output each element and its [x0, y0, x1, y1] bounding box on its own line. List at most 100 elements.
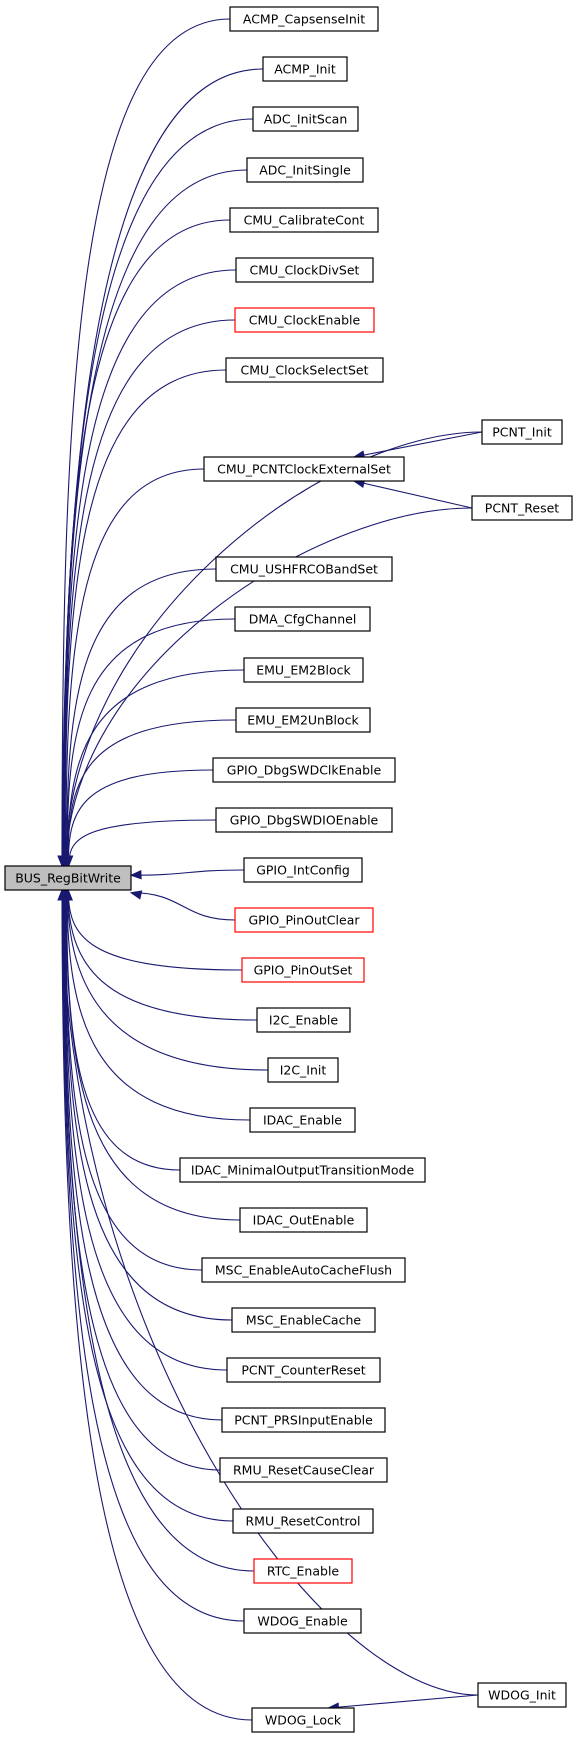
- edge-gpio-dbgswdioenable-to-bus-regbitwrite: [63, 819, 217, 868]
- edge-gpio-intconfig-to-bus-regbitwrite: [129, 869, 245, 880]
- node-gpio-pinoutset[interactable]: GPIO_PinOutSet: [241, 957, 365, 983]
- node-gpio-intconfig[interactable]: GPIO_IntConfig: [243, 857, 363, 883]
- node-box: [234, 606, 371, 632]
- node-cmu-clockselectset[interactable]: CMU_ClockSelectSet: [225, 357, 384, 383]
- edge-cmu-pcntclockexternalset-to-bus-regbitwrite: [61, 468, 205, 868]
- node-msc-enablecache[interactable]: MSC_EnableCache: [231, 1307, 376, 1333]
- node-i2c-init[interactable]: I2C_Init: [267, 1057, 339, 1083]
- node-adc-initsingle[interactable]: ADC_InitSingle: [246, 157, 364, 183]
- node-pcnt-reset[interactable]: PCNT_Reset: [471, 495, 573, 521]
- node-box: [219, 1457, 388, 1483]
- node-label: CMU_ClockDivSet: [250, 263, 360, 278]
- node-box: [225, 357, 384, 383]
- node-label: RMU_ResetControl: [246, 1514, 361, 1529]
- node-wdog-enable[interactable]: WDOG_Enable: [243, 1608, 362, 1634]
- node-gpio-pinoutclear[interactable]: GPIO_PinOutClear: [234, 907, 374, 933]
- node-acmp-init[interactable]: ACMP_Init: [262, 56, 348, 82]
- node-label: MSC_EnableCache: [246, 1313, 361, 1328]
- node-box: [262, 56, 348, 82]
- node-label: RTC_Enable: [267, 1564, 340, 1579]
- node-box: [481, 419, 563, 445]
- node-box: [267, 1057, 339, 1083]
- edges-layer: [57, 18, 483, 1721]
- node-emu-em2unblock[interactable]: EMU_EM2UnBlock: [235, 707, 371, 733]
- node-label: CMU_PCNTClockExternalSet: [217, 462, 391, 477]
- node-box: [231, 1307, 376, 1333]
- node-label: GPIO_IntConfig: [256, 863, 350, 878]
- node-box: [243, 657, 364, 683]
- node-pcnt-prsinputenable[interactable]: PCNT_PRSInputEnable: [221, 1407, 386, 1433]
- node-box: [249, 1107, 356, 1133]
- edge-cmu-clockdivset-to-bus-regbitwrite: [59, 269, 237, 868]
- node-cmu-calibratecont[interactable]: CMU_CalibrateCont: [229, 207, 379, 233]
- node-idac-outenable[interactable]: IDAC_OutEnable: [239, 1207, 368, 1233]
- edge-pcnt-reset-to-cmu-pcntclockexternalset: [352, 478, 473, 509]
- node-i2c-enable[interactable]: I2C_Enable: [256, 1007, 351, 1033]
- node-label: ACMP_Init: [274, 62, 336, 77]
- edge-pcnt-init-to-cmu-pcntclockexternalset: [352, 431, 483, 460]
- node-box: [246, 157, 364, 183]
- node-msc-enableautocacheflush[interactable]: MSC_EnableAutoCacheFlush: [201, 1257, 406, 1283]
- node-box: [252, 106, 359, 132]
- node-label: WDOG_Lock: [265, 1713, 342, 1728]
- node-box: [203, 456, 405, 482]
- node-cmu-clockdivset[interactable]: CMU_ClockDivSet: [235, 257, 374, 283]
- node-label: CMU_ClockEnable: [249, 313, 361, 328]
- node-box: [4, 865, 132, 891]
- node-cmu-pcntclockexternalset[interactable]: CMU_PCNTClockExternalSet: [203, 456, 405, 482]
- node-box: [232, 1508, 374, 1534]
- node-idac-enable[interactable]: IDAC_Enable: [249, 1107, 356, 1133]
- node-label: GPIO_DbgSWDClkEnable: [227, 763, 382, 778]
- node-wdog-lock[interactable]: WDOG_Lock: [251, 1707, 355, 1733]
- node-label: MSC_EnableAutoCacheFlush: [215, 1263, 392, 1278]
- node-label: CMU_USHFRCOBandSet: [230, 562, 378, 577]
- node-label: ADC_InitSingle: [259, 163, 351, 178]
- node-box: [239, 1207, 368, 1233]
- node-rmu-resetcauseclear[interactable]: RMU_ResetCauseClear: [219, 1457, 388, 1483]
- node-rmu-resetcontrol[interactable]: RMU_ResetControl: [232, 1508, 374, 1534]
- node-label: IDAC_MinimalOutputTransitionMode: [191, 1163, 415, 1178]
- node-label: RMU_ResetCauseClear: [233, 1463, 375, 1478]
- node-cmu-clockenable[interactable]: CMU_ClockEnable: [234, 307, 375, 333]
- edge-wdog-lock-to-bus-regbitwrite: [57, 888, 253, 1721]
- edge-i2c-enable-to-bus-regbitwrite: [63, 888, 258, 1021]
- node-gpio-dbgswdclkenable[interactable]: GPIO_DbgSWDClkEnable: [212, 757, 396, 783]
- node-rtc-enable[interactable]: RTC_Enable: [253, 1558, 353, 1584]
- node-label: IDAC_OutEnable: [253, 1213, 355, 1228]
- node-label: I2C_Init: [280, 1063, 327, 1078]
- node-box: [215, 807, 393, 833]
- node-cmu-ushfrcobandset[interactable]: CMU_USHFRCOBandSet: [215, 556, 393, 582]
- node-box: [243, 1608, 362, 1634]
- node-dma-cfgchannel[interactable]: DMA_CfgChannel: [234, 606, 371, 632]
- node-gpio-dbgswdioenable[interactable]: GPIO_DbgSWDIOEnable: [215, 807, 393, 833]
- node-adc-initscan[interactable]: ADC_InitScan: [252, 106, 359, 132]
- node-label: PCNT_Init: [492, 425, 552, 440]
- node-box: [226, 1357, 381, 1383]
- node-pcnt-counterreset[interactable]: PCNT_CounterReset: [226, 1357, 381, 1383]
- node-acmp-capsenseinit[interactable]: ACMP_CapsenseInit: [229, 6, 379, 32]
- node-idac-minimaloutputtransitionmode[interactable]: IDAC_MinimalOutputTransitionMode: [179, 1157, 426, 1183]
- node-box: [229, 6, 379, 32]
- node-wdog-init[interactable]: WDOG_Init: [477, 1682, 567, 1708]
- node-label: WDOG_Enable: [257, 1614, 348, 1629]
- node-label: EMU_EM2Block: [256, 663, 351, 678]
- node-label: DMA_CfgChannel: [249, 612, 357, 627]
- root-node-bus-regbitwrite[interactable]: BUS_RegBitWrite: [4, 865, 132, 891]
- node-label: CMU_CalibrateCont: [244, 213, 365, 228]
- edge-cmu-ushfrcobandset-to-bus-regbitwrite: [61, 568, 217, 868]
- edge-adc-initscan-to-bus-regbitwrite: [58, 118, 254, 868]
- edge-gpio-pinoutclear-to-bus-regbitwrite: [129, 890, 236, 921]
- node-pcnt-init[interactable]: PCNT_Init: [481, 419, 563, 445]
- edge-idac-enable-to-bus-regbitwrite: [62, 888, 251, 1121]
- node-label: CMU_ClockSelectSet: [241, 363, 369, 378]
- node-box: [212, 757, 396, 783]
- node-box: [201, 1257, 406, 1283]
- node-box: [234, 907, 374, 933]
- node-box: [234, 307, 375, 333]
- node-box: [241, 957, 365, 983]
- edge-gpio-pinoutset-to-bus-regbitwrite: [63, 888, 243, 971]
- node-emu-em2block[interactable]: EMU_EM2Block: [243, 657, 364, 683]
- node-box: [229, 207, 379, 233]
- node-label: I2C_Enable: [269, 1013, 339, 1028]
